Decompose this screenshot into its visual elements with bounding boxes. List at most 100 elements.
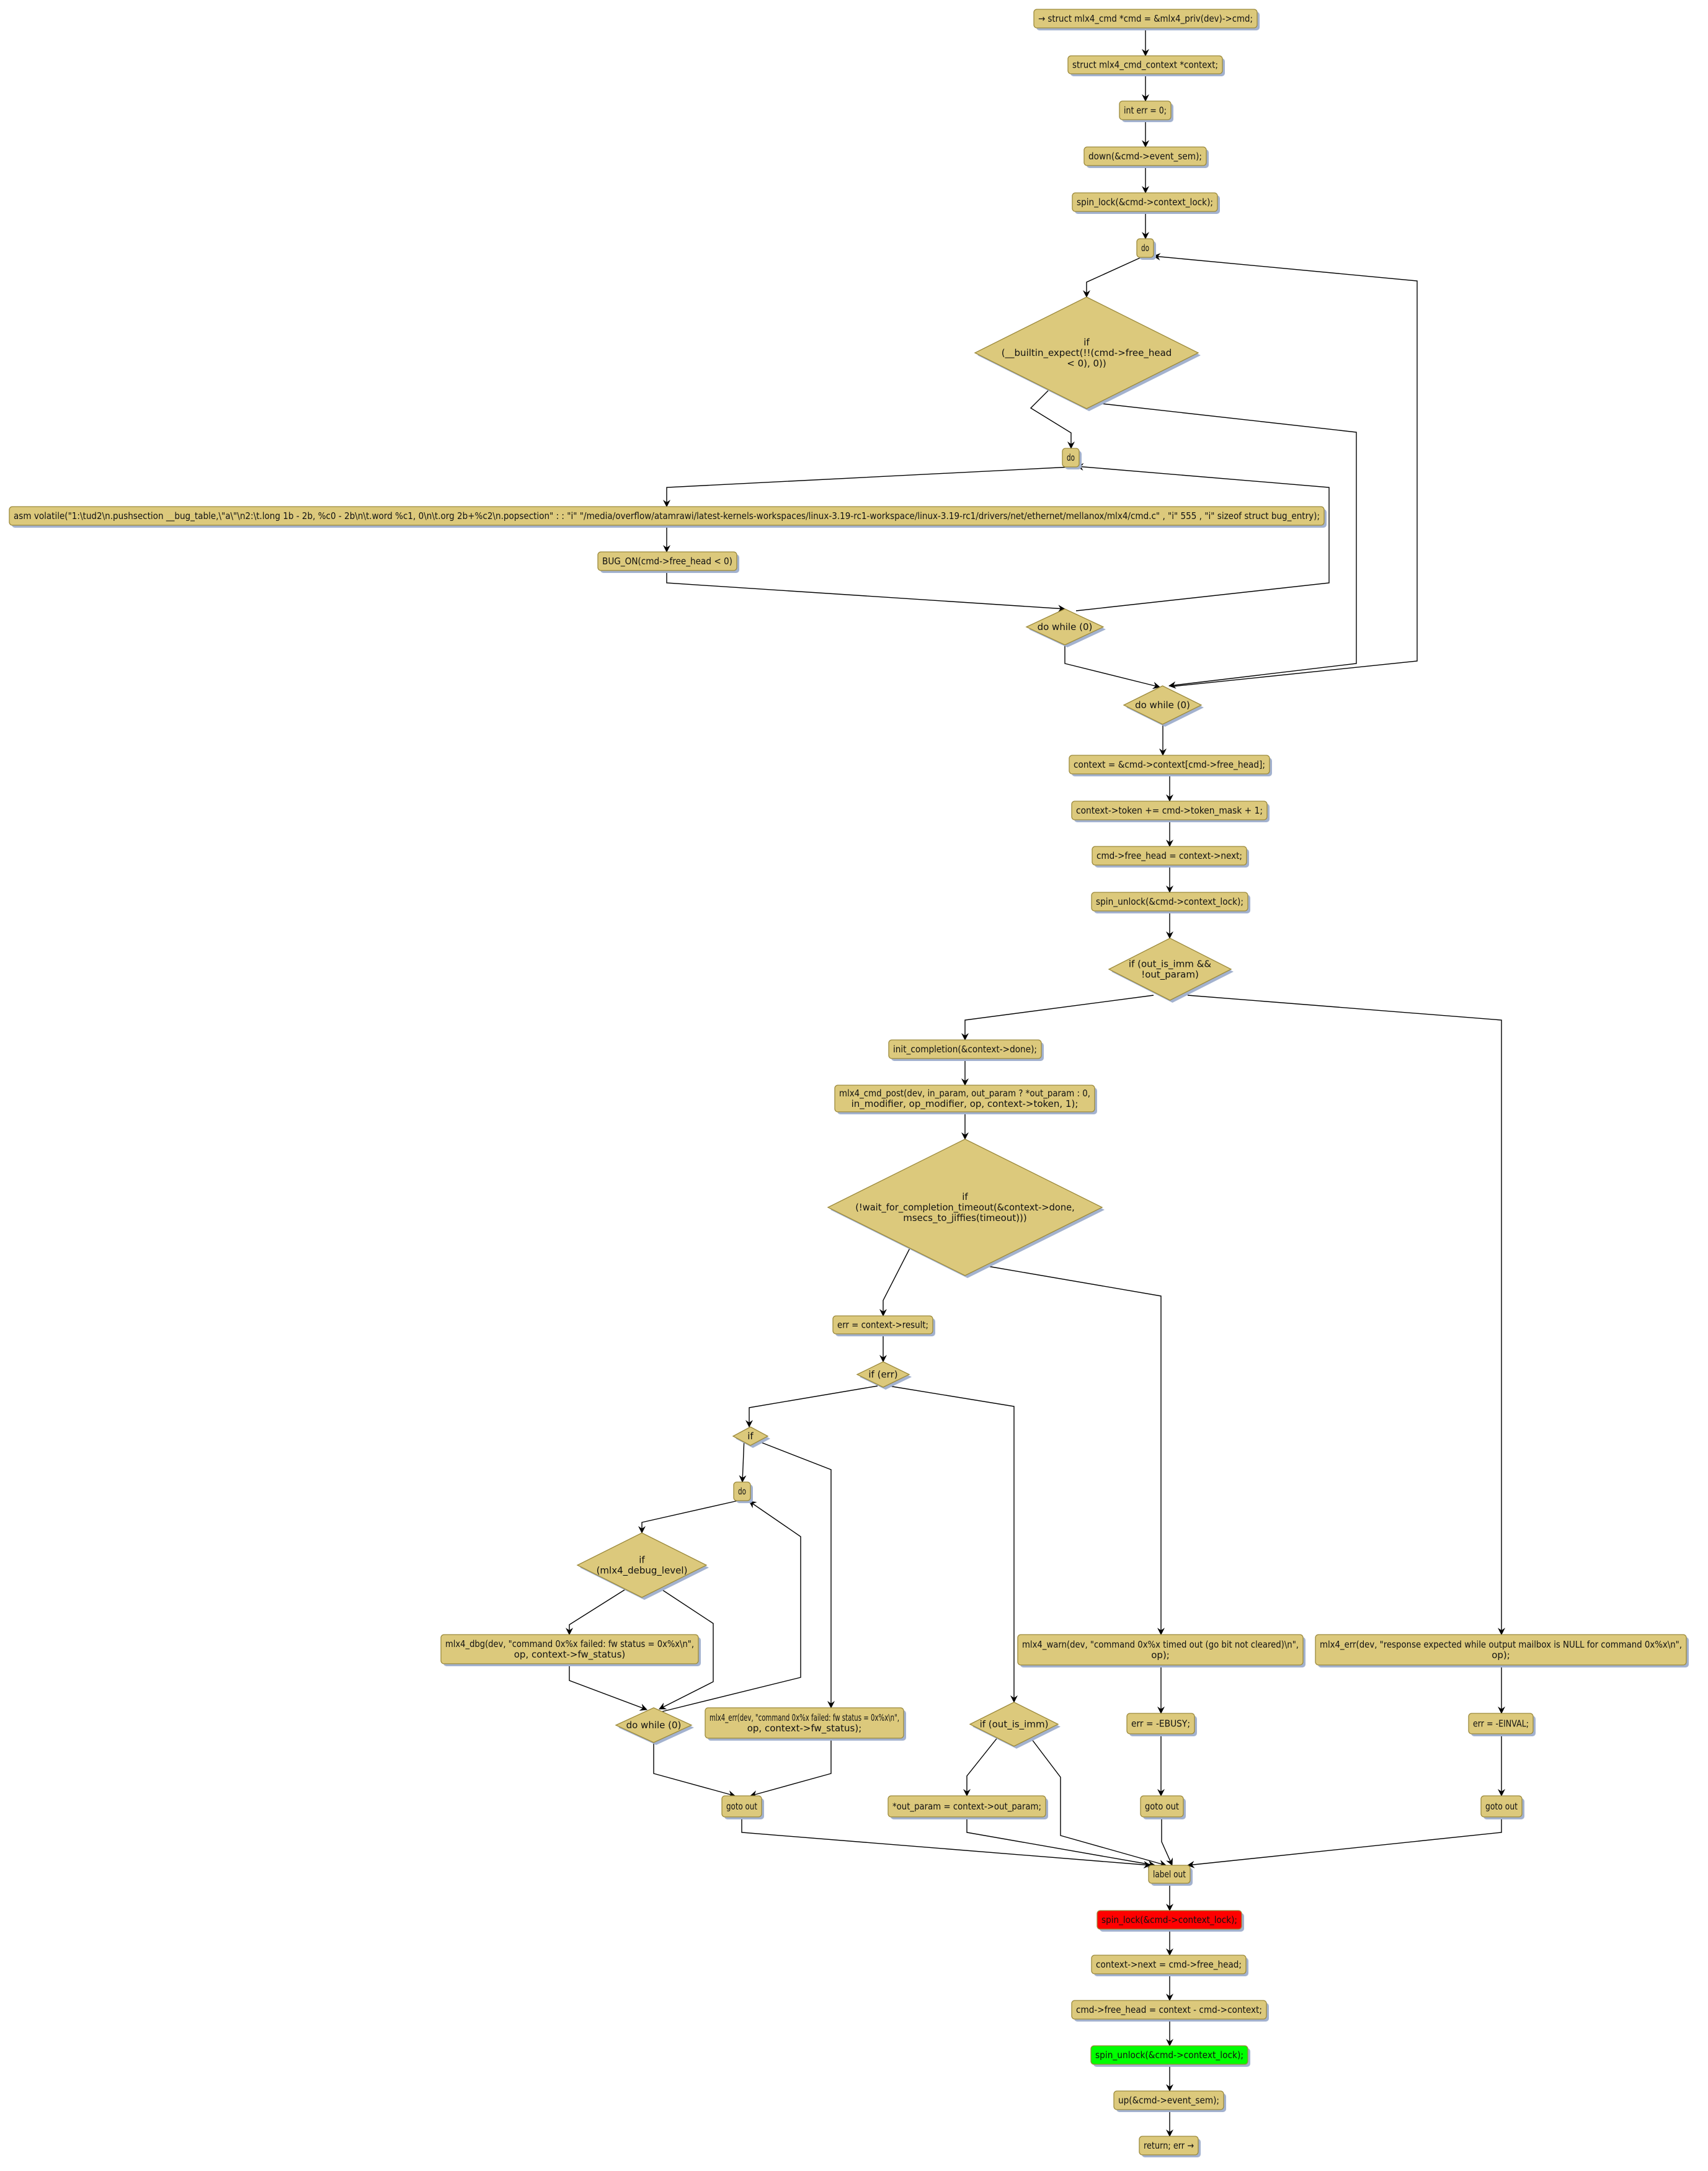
node-label: → struct mlx4_cmd *cmd = &mlx4_priv(dev)… <box>1038 13 1253 25</box>
node-label: spin_lock(&cmd->context_lock); <box>1101 1914 1237 1926</box>
entry-node[interactable]: → struct mlx4_cmd *cmd = &mlx4_priv(dev)… <box>1033 9 1260 30</box>
node-label: init_completion(&context->done); <box>893 1044 1037 1055</box>
statement-node[interactable]: cmd->free_head = context - cmd->context; <box>1071 2000 1269 2022</box>
node-box <box>1119 100 1172 120</box>
node-box <box>597 551 737 571</box>
node-label: !out_param) <box>1141 969 1199 981</box>
flow-edge <box>566 1588 627 1635</box>
statement-node[interactable]: *out_param = context->out_param; <box>887 1795 1048 1819</box>
condition-node[interactable]: if(!wait_for_completion_timeout(&context… <box>827 1139 1105 1278</box>
node-diamond <box>615 1707 693 1743</box>
flow-edge <box>966 1817 1155 1868</box>
node-box <box>1090 2045 1248 2065</box>
goto-node[interactable]: goto out <box>721 1795 764 1819</box>
node-box <box>1139 2136 1199 2155</box>
node-label: err = -EBUSY; <box>1131 1718 1190 1729</box>
condition-node[interactable]: if(__builtin_expect(!!(cmd->free_head< 0… <box>974 296 1201 411</box>
statement-node[interactable]: asm volatile("1:\tud2\n.pushsection __bu… <box>9 506 1327 528</box>
flow-edge <box>659 1588 714 1710</box>
node-label: op); <box>1151 1649 1170 1661</box>
node-box <box>1148 1865 1191 1884</box>
node-diamond <box>576 1532 708 1598</box>
statement-node[interactable]: mlx4_cmd_post(dev, in_param, out_param ?… <box>834 1085 1097 1114</box>
statement-node[interactable]: context = &cmd->context[cmd->free_head]; <box>1069 755 1272 776</box>
node-box <box>440 1634 699 1664</box>
node-label: do <box>1141 242 1149 254</box>
label-node[interactable]: label out <box>1148 1865 1193 1886</box>
loop-condition-node[interactable]: do while (0) <box>1123 685 1204 727</box>
node-label: spin_unlock(&cmd->context_lock); <box>1096 896 1243 908</box>
statement-node[interactable]: mlx4_err(dev, "command 0x%x failed: fw s… <box>705 1707 906 1741</box>
node-label: do <box>738 1486 746 1497</box>
statement-node[interactable]: BUG_ON(cmd->free_head < 0) <box>597 551 739 573</box>
statement-node[interactable]: struct mlx4_cmd_context *context; <box>1067 55 1225 76</box>
node-box <box>1140 1795 1184 1818</box>
lock-node[interactable]: spin_lock(&cmd->context_lock); <box>1096 1910 1244 1932</box>
node-label: up(&cmd->event_sem); <box>1118 2095 1219 2107</box>
flow-edge <box>1187 1817 1502 1868</box>
node-label: if (err) <box>868 1369 897 1380</box>
node-label: mlx4_err(dev, "command 0x%x failed: fw s… <box>709 1712 899 1724</box>
statement-node[interactable]: spin_lock(&cmd->context_lock); <box>1072 192 1220 214</box>
nodes: → struct mlx4_cmd *cmd = &mlx4_priv(dev)… <box>9 9 1689 2157</box>
flow-edge <box>662 1501 801 1712</box>
loop-condition-node[interactable]: do while (0) <box>1025 608 1106 647</box>
node-diamond <box>969 1702 1059 1747</box>
node-box <box>9 506 1325 526</box>
node-label: BUG_ON(cmd->free_head < 0) <box>602 556 732 567</box>
condition-node[interactable]: if (err) <box>856 1361 912 1390</box>
node-box <box>832 1315 933 1334</box>
flow-edge <box>739 1437 747 1483</box>
statement-node[interactable]: err = -EINVAL; <box>1468 1713 1536 1736</box>
condition-node[interactable]: if(mlx4_debug_level) <box>576 1532 709 1600</box>
loop-node[interactable]: do <box>1136 238 1156 260</box>
node-diamond <box>1108 938 1232 1001</box>
node-box <box>1315 1634 1687 1666</box>
statement-node[interactable]: context->token += cmd->token_mask + 1; <box>1071 801 1270 822</box>
node-label: spin_lock(&cmd->context_lock); <box>1077 197 1213 208</box>
node-box <box>1017 1634 1304 1666</box>
statement-node[interactable]: spin_unlock(&cmd->context_lock); <box>1091 892 1250 913</box>
condition-node[interactable]: if <box>732 1426 770 1448</box>
node-label: do <box>1067 452 1075 463</box>
statement-node[interactable]: down(&cmd->event_sem); <box>1083 146 1209 168</box>
statement-node[interactable]: int err = 0; <box>1119 100 1173 122</box>
statement-node[interactable]: err = -EBUSY; <box>1126 1713 1197 1736</box>
statement-node[interactable]: mlx4_dbg(dev, "command 0x%x failed: fw s… <box>440 1634 701 1666</box>
exit-node[interactable]: return; err → <box>1139 2136 1201 2157</box>
unlock-node[interactable]: spin_unlock(&cmd->context_lock); <box>1090 2045 1250 2067</box>
loop-condition-node[interactable]: do while (0) <box>615 1707 694 1745</box>
statement-node[interactable]: up(&cmd->event_sem); <box>1113 2090 1226 2112</box>
node-label: int err = 0; <box>1124 105 1167 116</box>
node-label: op); <box>1492 1649 1510 1661</box>
node-label: mlx4_cmd_post(dev, in_param, out_param ?… <box>839 1088 1090 1099</box>
condition-node[interactable]: if (out_is_imm &&!out_param) <box>1108 938 1234 1003</box>
statement-node[interactable]: mlx4_err(dev, "response expected while o… <box>1315 1634 1689 1667</box>
flow-edge <box>663 466 1072 507</box>
condition-node[interactable]: if (out_is_imm) <box>969 1702 1061 1749</box>
node-box <box>1067 55 1223 74</box>
node-label: context->token += cmd->token_mask + 1; <box>1076 805 1263 817</box>
statement-node[interactable]: err = context->result; <box>832 1315 935 1336</box>
loop-node[interactable]: do <box>1062 448 1082 469</box>
flow-edge <box>638 1500 739 1534</box>
statement-node[interactable]: mlx4_warn(dev, "command 0x%x timed out (… <box>1017 1634 1305 1667</box>
goto-node[interactable]: goto out <box>1480 1795 1524 1819</box>
node-label: down(&cmd->event_sem); <box>1088 151 1202 162</box>
statement-node[interactable]: init_completion(&context->done); <box>888 1039 1044 1061</box>
node-label: mlx4_dbg(dev, "command 0x%x failed: fw s… <box>445 1638 694 1650</box>
goto-node[interactable]: goto out <box>1140 1795 1186 1819</box>
node-label: (!wait_for_completion_timeout(&context->… <box>855 1202 1075 1214</box>
node-box <box>1033 9 1258 29</box>
node-label: return; err → <box>1144 2140 1194 2151</box>
flow-edge <box>1029 1736 1167 1867</box>
node-box <box>1062 448 1080 468</box>
flow-edge <box>961 995 1154 1041</box>
loop-node[interactable]: do <box>733 1481 753 1503</box>
flow-edge <box>1187 995 1505 1635</box>
statement-node[interactable]: context->next = cmd->free_head; <box>1091 1955 1248 1976</box>
node-label: op, context->fw_status) <box>514 1649 625 1661</box>
node-label: do while (0) <box>626 1720 682 1731</box>
statement-node[interactable]: cmd->free_head = context->next; <box>1092 846 1249 868</box>
